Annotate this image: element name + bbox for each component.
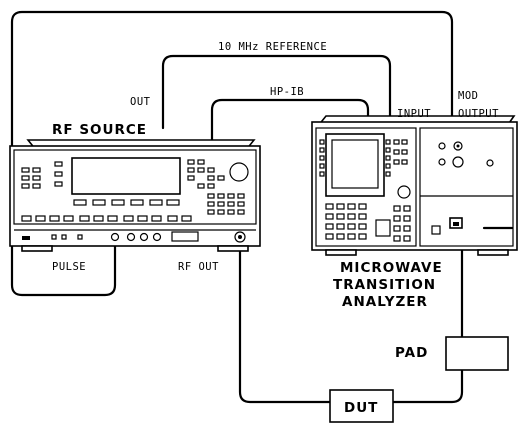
dut-label: DUT: [344, 400, 378, 416]
rf-source-left-keys: [21, 161, 63, 189]
rf-source-knob: [229, 162, 249, 182]
analyzer-keypad: [325, 185, 411, 242]
dut-box: [329, 389, 394, 423]
analyzer-input-port: [453, 141, 463, 151]
pulse-port: [110, 232, 120, 242]
ref-10mhz-label: 10 MHz REFERENCE: [218, 41, 327, 53]
rf-out-to-dut-cable: [238, 234, 332, 404]
analyzer-screen: [331, 139, 379, 189]
analyzer-label-line1: MICROWAVE: [340, 260, 443, 276]
pad-label: PAD: [395, 345, 428, 361]
pad-box: [445, 336, 509, 371]
rf-out-port: [234, 231, 246, 243]
analyzer-label-line3: ANALYZER: [342, 294, 428, 310]
analyzer-label-line2: TRANSITION: [333, 277, 436, 293]
rf-source-display: [71, 157, 181, 195]
rf-source-bottom-keys: [21, 215, 192, 222]
rf-source-instrument: [9, 139, 261, 252]
rf-source-label: RF SOURCE: [52, 122, 147, 138]
hpib-label: HP-IB: [270, 86, 304, 98]
analyzer-screen-keys: [319, 139, 408, 177]
dut-to-pad-cable: [391, 368, 464, 404]
hpib-cable: [210, 98, 370, 142]
mod-label: MOD: [458, 90, 478, 102]
output-label: OUTPUT: [458, 108, 499, 120]
pulse-label: PULSE: [52, 261, 86, 273]
out-label: OUT: [130, 96, 151, 108]
rf-source-soft-keys: [73, 199, 180, 206]
rf-out-label: RF OUT: [178, 261, 219, 273]
microwave-transition-analyzer: [311, 115, 518, 256]
ref-10mhz-cable: [161, 54, 392, 130]
input-label: INPUT: [397, 108, 431, 120]
rf-source-right-keys: [187, 159, 245, 215]
